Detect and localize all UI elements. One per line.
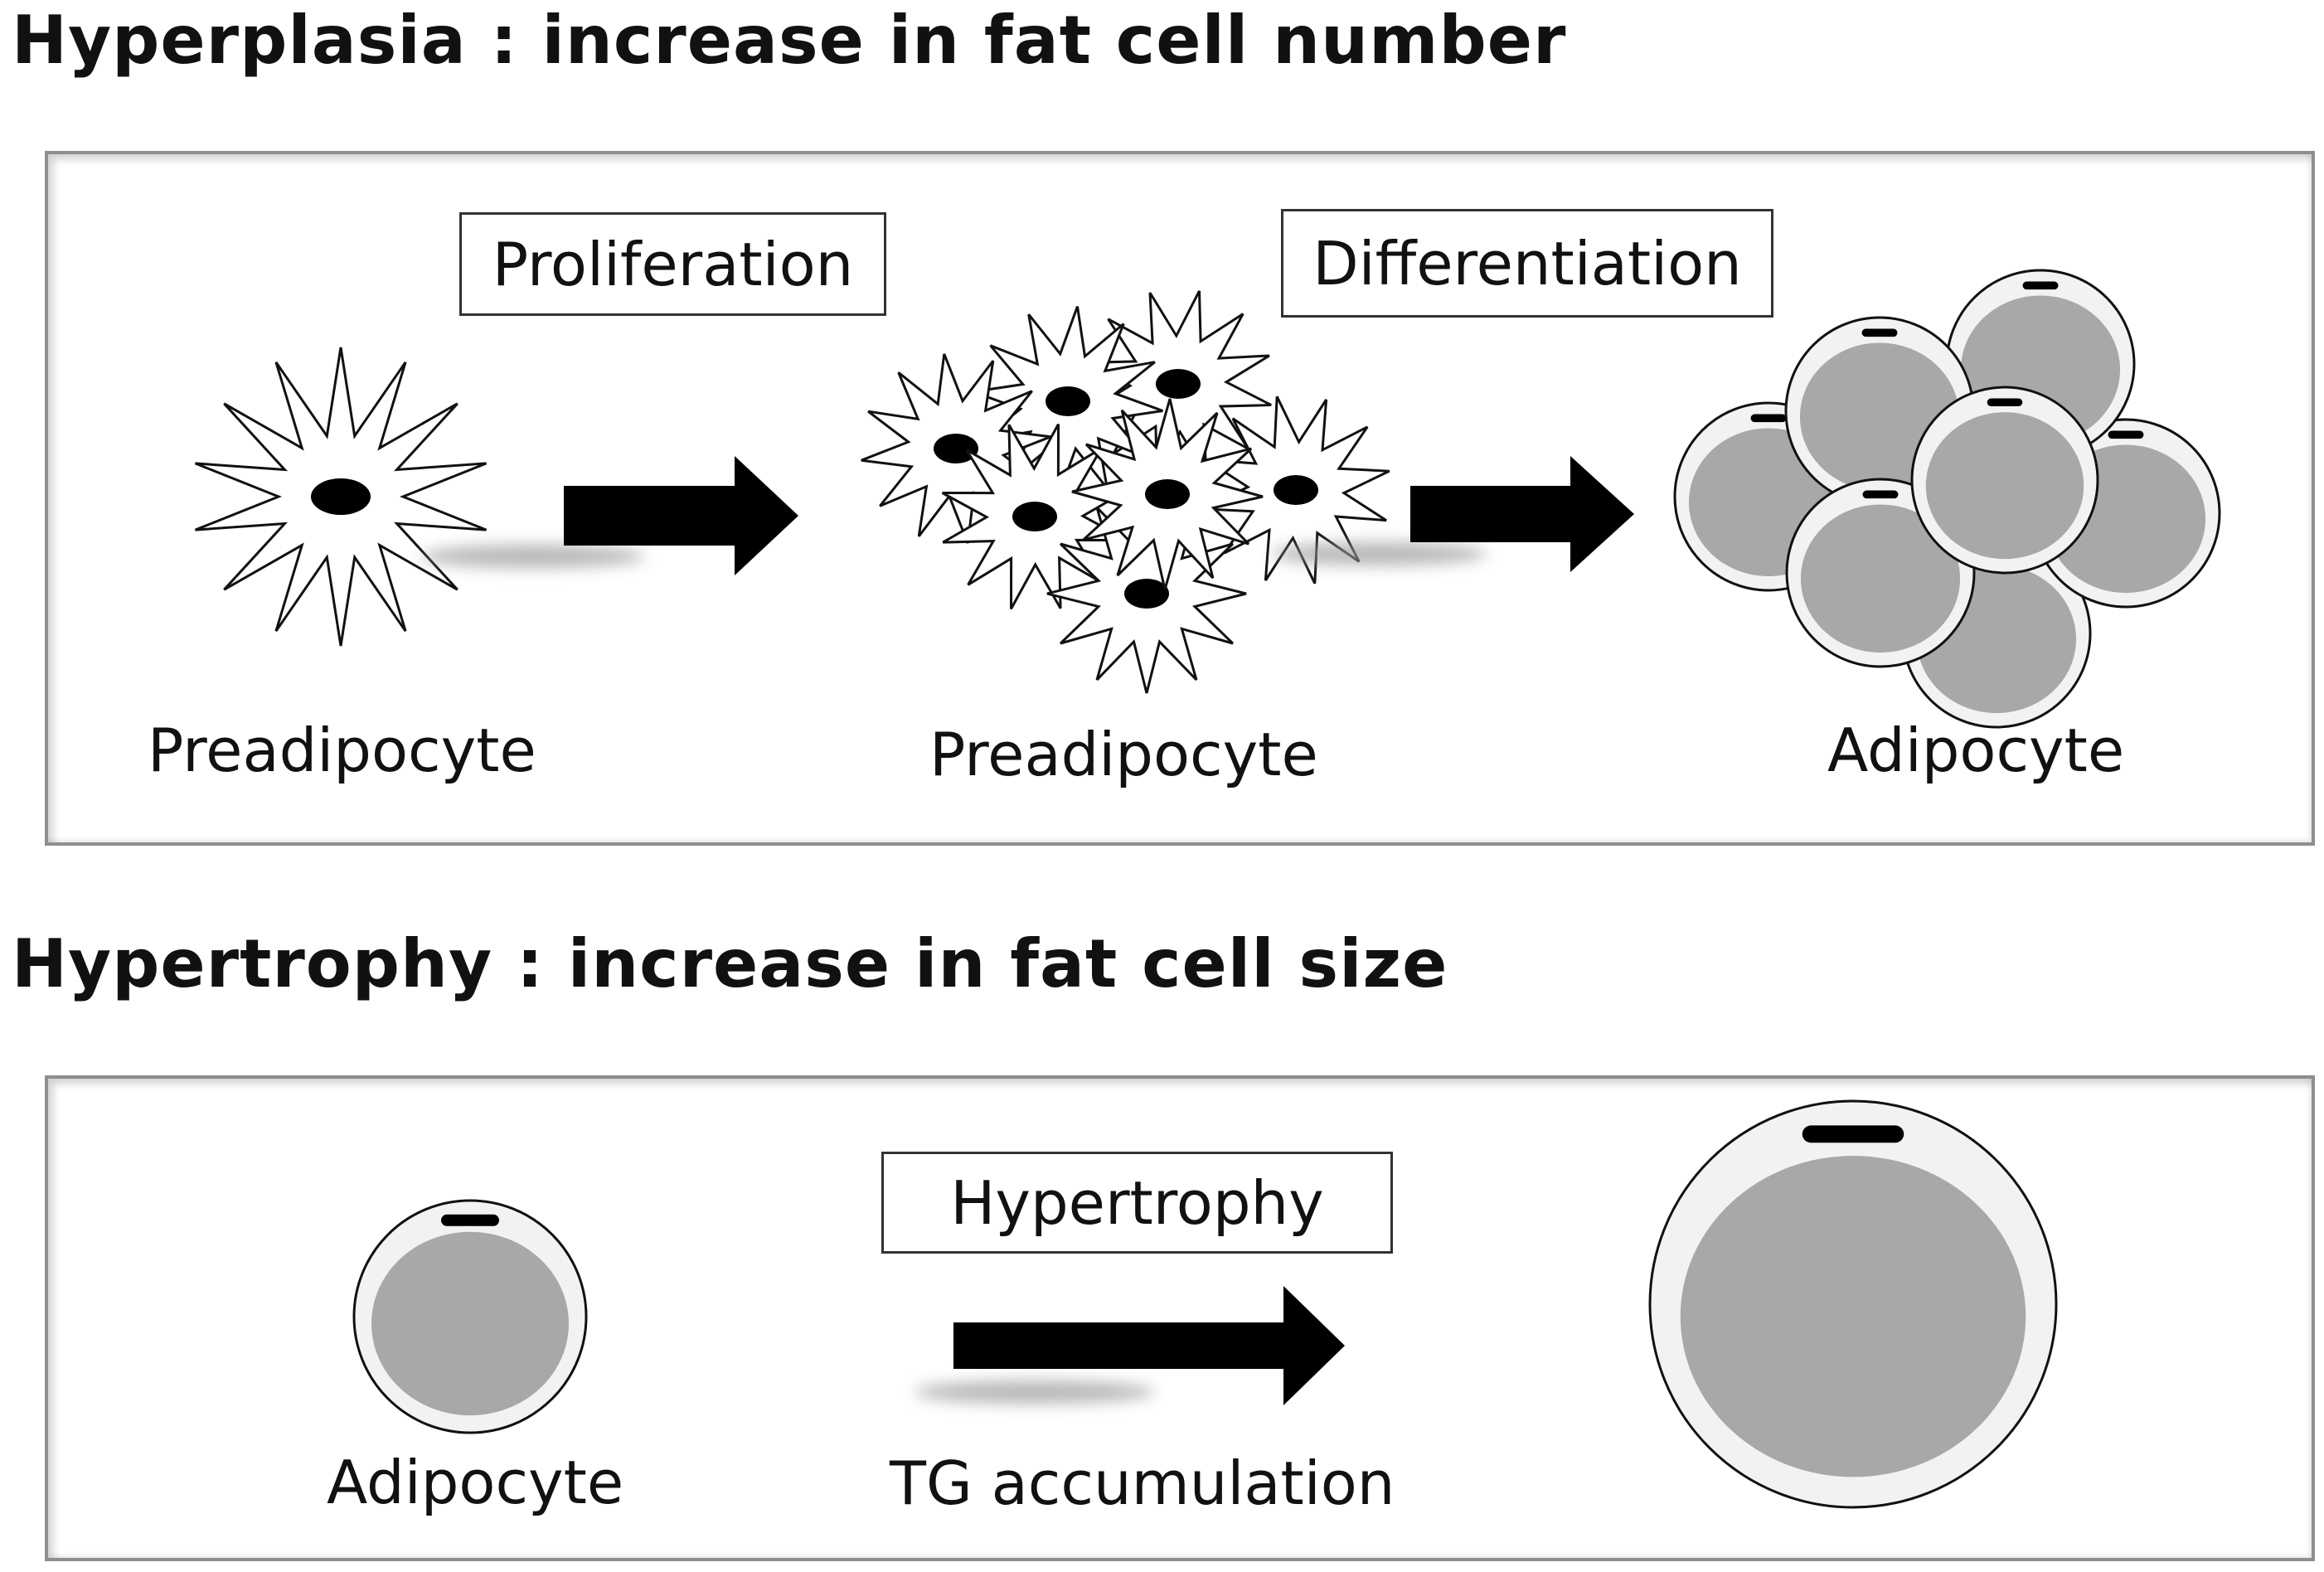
hypertrophy-box: Hypertrophy [881, 1152, 1393, 1254]
differentiation-box: Differentiation [1281, 209, 1773, 318]
preadipocyte-single [194, 347, 488, 647]
adipocyte-large-icon [1648, 1099, 2058, 1509]
proliferation-box: Proliferation [459, 212, 886, 316]
adipocyte-icon [352, 1199, 588, 1434]
adipocyte-label: Adipocyte [327, 1448, 624, 1517]
adipocyte-cluster [1673, 269, 2221, 729]
tg-accumulation-label: TG accumulation [890, 1448, 1395, 1518]
adipocyte-small-icon [352, 1199, 588, 1434]
preadipocyte-icon [194, 347, 488, 647]
adipocyte-cluster-label: Adipocyte [1827, 716, 2125, 785]
preadipocyte-icon [1071, 398, 1264, 590]
hypertrophy-art [352, 1099, 2058, 1509]
preadipocyte-icon [861, 353, 1051, 544]
preadipocyte-cluster [861, 290, 1390, 694]
hyperplasia-panel: Proliferation Differentiation Preadipocy… [45, 151, 2315, 846]
hyperplasia-art [194, 269, 2221, 729]
hypertrophy-heading: Hypertrophy : increase in fat cell size [12, 925, 1448, 1002]
adipocyte-icon [1910, 386, 2099, 575]
hypertrophy-arrow-icon [915, 1286, 1345, 1405]
differentiation-arrow-icon [1271, 456, 1634, 572]
preadipocyte-cluster-label: Preadipocyte [929, 720, 1318, 789]
preadipocyte-single-label: Preadipocyte [148, 716, 536, 785]
hyperplasia-heading: Hyperplasia : increase in fat cell numbe… [12, 2, 1567, 79]
adipocyte-icon [1648, 1099, 2058, 1509]
hypertrophy-panel: Hypertrophy Adipocyte TG accumulation [45, 1075, 2315, 1561]
proliferation-arrow-icon [421, 456, 798, 575]
